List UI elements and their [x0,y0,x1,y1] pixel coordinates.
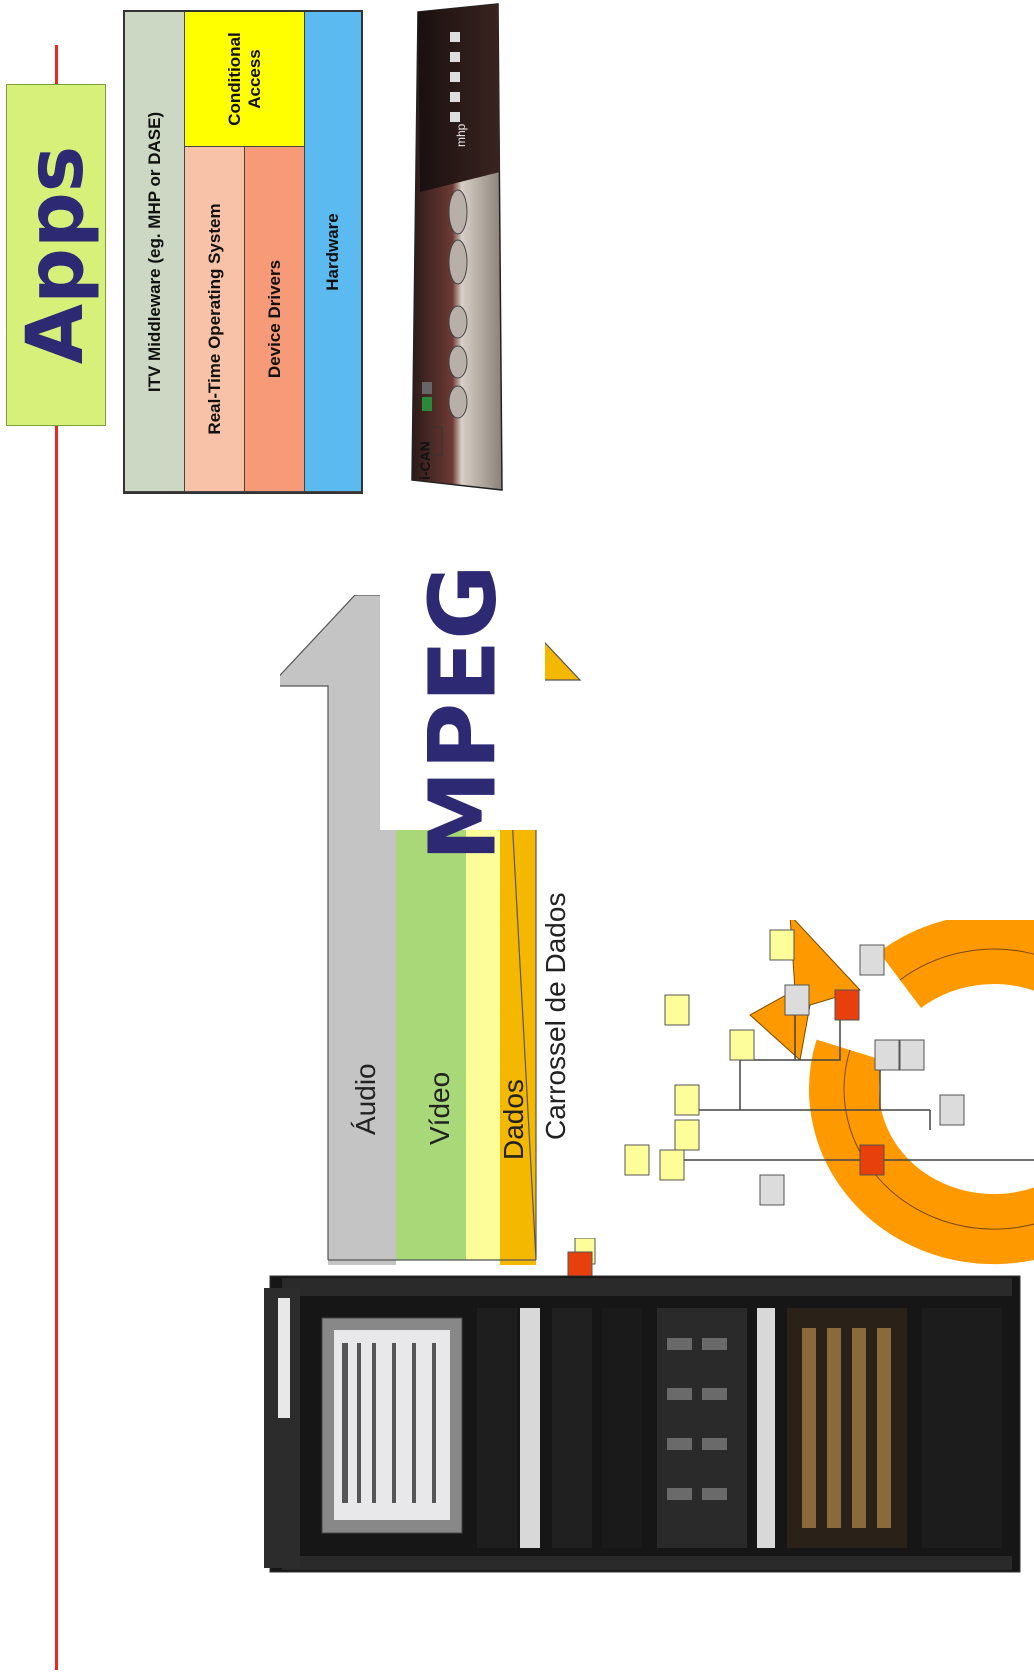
layer-device-drivers: Device Drivers [245,147,305,492]
layer-rtos: Real-Time Operating System [185,147,245,492]
apps-box: Apps [6,84,106,426]
conditional-access-line1: Conditional [225,32,245,125]
stream-audio-label: Áudio [350,1063,382,1135]
apps-label: Apps [11,146,101,364]
mpeg-label-box: MPEG [380,595,545,830]
hardware-label: Hardware [323,213,343,290]
stb-logo: mhp [454,123,468,147]
data-carousel-icon [600,920,1034,1300]
stb-brand: i-CAN [417,441,433,480]
stream-dados-label: Dados [498,1079,530,1160]
layer-middleware: ITV Middleware (eg. MHP or DASE) [125,12,185,492]
software-stack: ITV Middleware (eg. MHP or DASE) Conditi… [123,10,363,494]
mpeg-label: MPEG [409,564,516,861]
layer-conditional-access: Conditional Access [185,12,305,147]
conditional-access-label: Conditional Access [225,32,265,125]
rtos-label: Real-Time Operating System [205,203,225,434]
set-top-box-icon: mhp i-CAN [410,2,505,494]
layer-hardware: Hardware [305,12,361,492]
stream-video-label: Vídeo [424,1072,456,1145]
middleware-label: ITV Middleware (eg. MHP or DASE) [145,111,165,391]
server-rack-icon [262,1268,1024,1580]
device-drivers-label: Device Drivers [265,260,285,378]
conditional-access-line2: Access [245,32,265,125]
stream-carrossel-label: Carrossel de Dados [540,893,572,1140]
